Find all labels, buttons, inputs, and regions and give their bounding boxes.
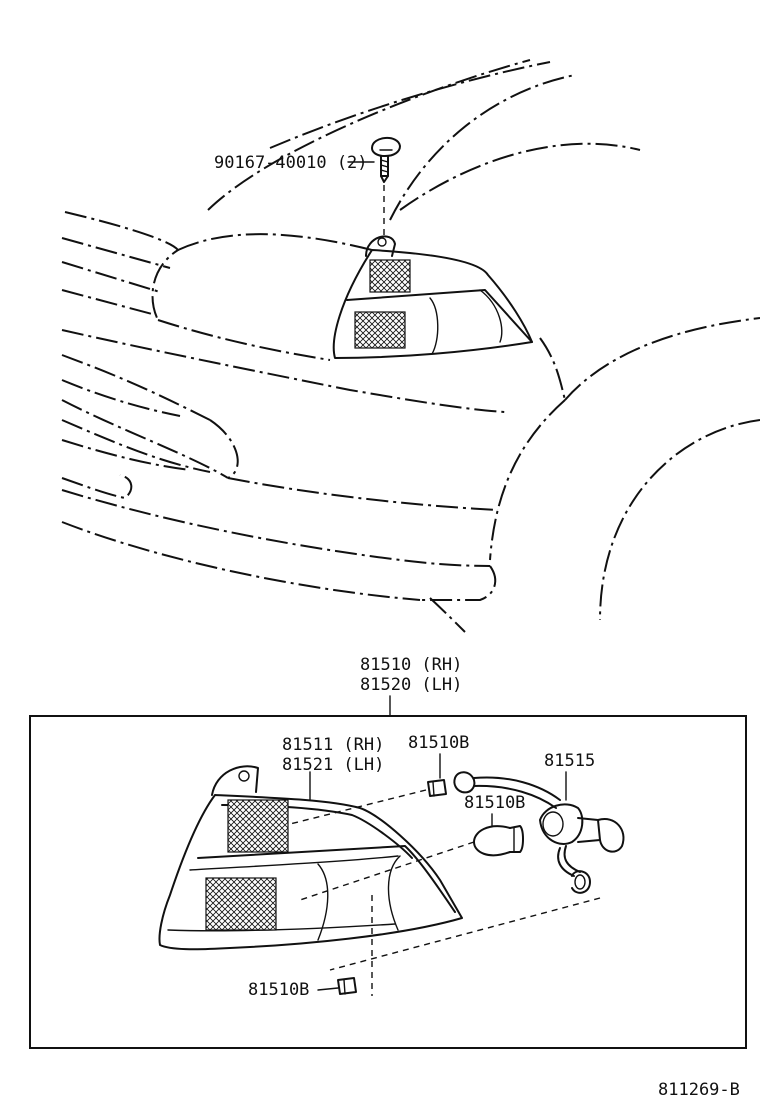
lamp-lens-assembly	[158, 765, 463, 951]
bulb-mid-install-line	[299, 841, 475, 901]
assembly-lh-label: 81520 (LH)	[360, 675, 462, 695]
figure-id: 811269-B	[658, 1080, 740, 1100]
bulb-bottom-label: 81510B	[248, 980, 309, 1000]
bulb-bottom-leader	[317, 987, 339, 991]
wedge-bulb-icon	[427, 779, 447, 797]
bolt-icon	[371, 137, 401, 183]
assembly-rh-label: 81510 (RH)	[360, 655, 462, 675]
car-body-outline	[61, 59, 760, 633]
socket-harness-icon	[453, 771, 625, 894]
assembly-frame	[29, 715, 747, 1049]
bulb-mid-label: 81510B	[464, 793, 525, 813]
lens-rh-label: 81511 (RH)	[282, 735, 384, 755]
bulb-top-label: 81510B	[408, 733, 469, 753]
round-bulb-icon	[473, 825, 524, 857]
socket-label: 81515	[544, 751, 595, 771]
lens-lh-label: 81521 (LH)	[282, 755, 384, 775]
wedge-bulb-bottom-icon	[337, 977, 357, 995]
tail-lamp-installed	[332, 235, 533, 359]
bolt-label: 90167-40010 (2)	[214, 153, 368, 173]
bulb-top-install-line	[289, 789, 427, 825]
socket-install-line	[329, 897, 601, 971]
